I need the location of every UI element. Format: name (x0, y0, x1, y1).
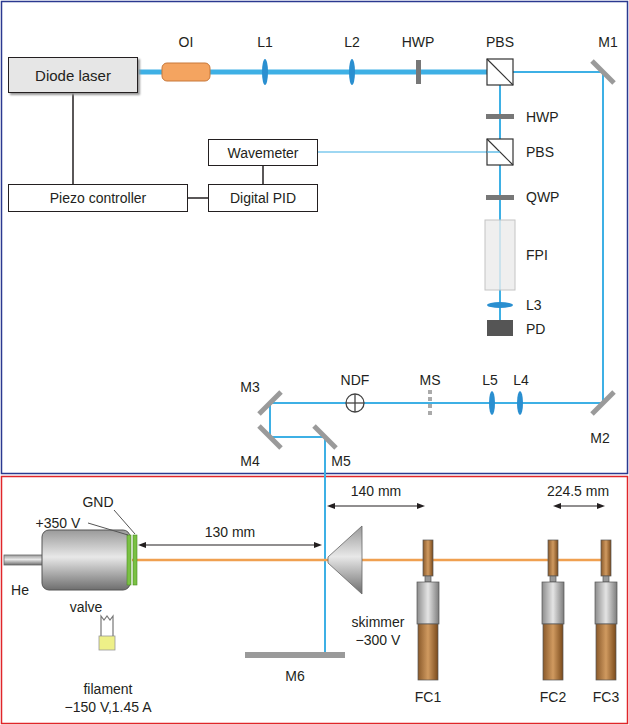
box-label: Digital PID (230, 190, 296, 206)
faraday-cup-part (596, 624, 616, 680)
component-label: filament (83, 681, 132, 697)
component-label: L3 (526, 297, 542, 313)
component-label: MS (420, 372, 441, 388)
faraday-cup-part (603, 576, 609, 582)
component-label: L1 (257, 34, 273, 50)
box-label: Piezo controller (50, 190, 147, 206)
component-label: 140 mm (351, 483, 402, 499)
faraday-cup-part (595, 582, 617, 624)
component-label: FC1 (415, 689, 441, 705)
component-label: NDF (341, 372, 370, 388)
controller-box: Digital PID (208, 184, 318, 212)
component-label: PD (526, 321, 545, 337)
component-label: 224.5 mm (547, 483, 609, 499)
component-label: −300 V (356, 632, 401, 648)
controller-box: Piezo controller (8, 184, 188, 212)
faraday-cup-part (548, 540, 558, 576)
component-label: FC3 (593, 689, 619, 705)
faraday-cup-part (550, 576, 556, 582)
box-label: Wavemeter (227, 145, 298, 161)
component-label: FPI (526, 247, 548, 263)
component-label: M6 (285, 668, 304, 684)
signal-wire (262, 166, 264, 184)
component-label: M2 (590, 430, 609, 446)
component-label: L5 (482, 372, 498, 388)
component-label: M1 (598, 34, 617, 50)
component-label: L4 (513, 372, 529, 388)
box-label: Diode laser (35, 67, 111, 84)
faraday-cup-part (417, 582, 439, 624)
component-label: HWP (402, 34, 435, 50)
faraday-cup-part (425, 576, 431, 582)
faraday-cup-part (542, 582, 564, 624)
component-label: valve (70, 599, 103, 615)
component-label: M3 (240, 379, 259, 395)
component-label: −150 V,1.45 A (64, 699, 151, 715)
component-label: L2 (344, 34, 360, 50)
signal-wire (188, 197, 208, 199)
component-label: He (11, 582, 29, 598)
component-label: 130 mm (205, 524, 256, 540)
signal-wire (72, 93, 74, 184)
instrument-box: Wavemeter (208, 139, 318, 166)
laser-box: Diode laser (8, 57, 138, 93)
component-label: PBS (486, 34, 514, 50)
component-label: OI (179, 34, 194, 50)
component-label: +350 V (36, 515, 81, 531)
faraday-cup-part (543, 624, 563, 680)
faraday-cup-part (423, 540, 433, 576)
component-label: PBS (526, 144, 554, 160)
component-label: FC2 (540, 689, 566, 705)
faraday-cup-part (418, 624, 438, 680)
component-label: QWP (526, 189, 559, 205)
component-label: M5 (331, 453, 350, 469)
component-label: skimmer (352, 614, 405, 630)
faraday-cup-part (601, 540, 611, 576)
component-label: HWP (526, 109, 559, 125)
component-label: GND (82, 494, 113, 510)
component-label: M4 (240, 453, 259, 469)
